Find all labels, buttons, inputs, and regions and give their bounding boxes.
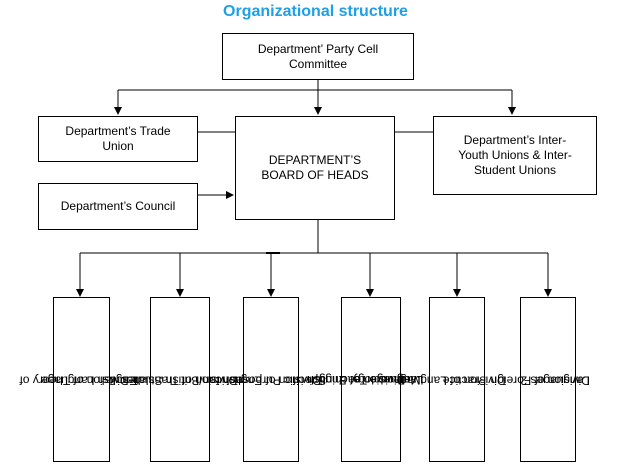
- node-trade-union: Department’s Trade Union: [38, 116, 198, 162]
- node-board-of-heads: DEPARTMENT’S BOARD OF HEADS: [235, 116, 395, 220]
- diagram-title: Organizational structure: [223, 3, 408, 20]
- node-youth-unions: Department’s Inter-Youth Unions & Inter-…: [433, 116, 597, 195]
- node-council: Department’s Council: [38, 183, 198, 230]
- node-party-cell: Department’ Party Cell Committee: [222, 33, 414, 80]
- division-translation-studies: Division of Translation &American/Britis…: [108, 297, 253, 462]
